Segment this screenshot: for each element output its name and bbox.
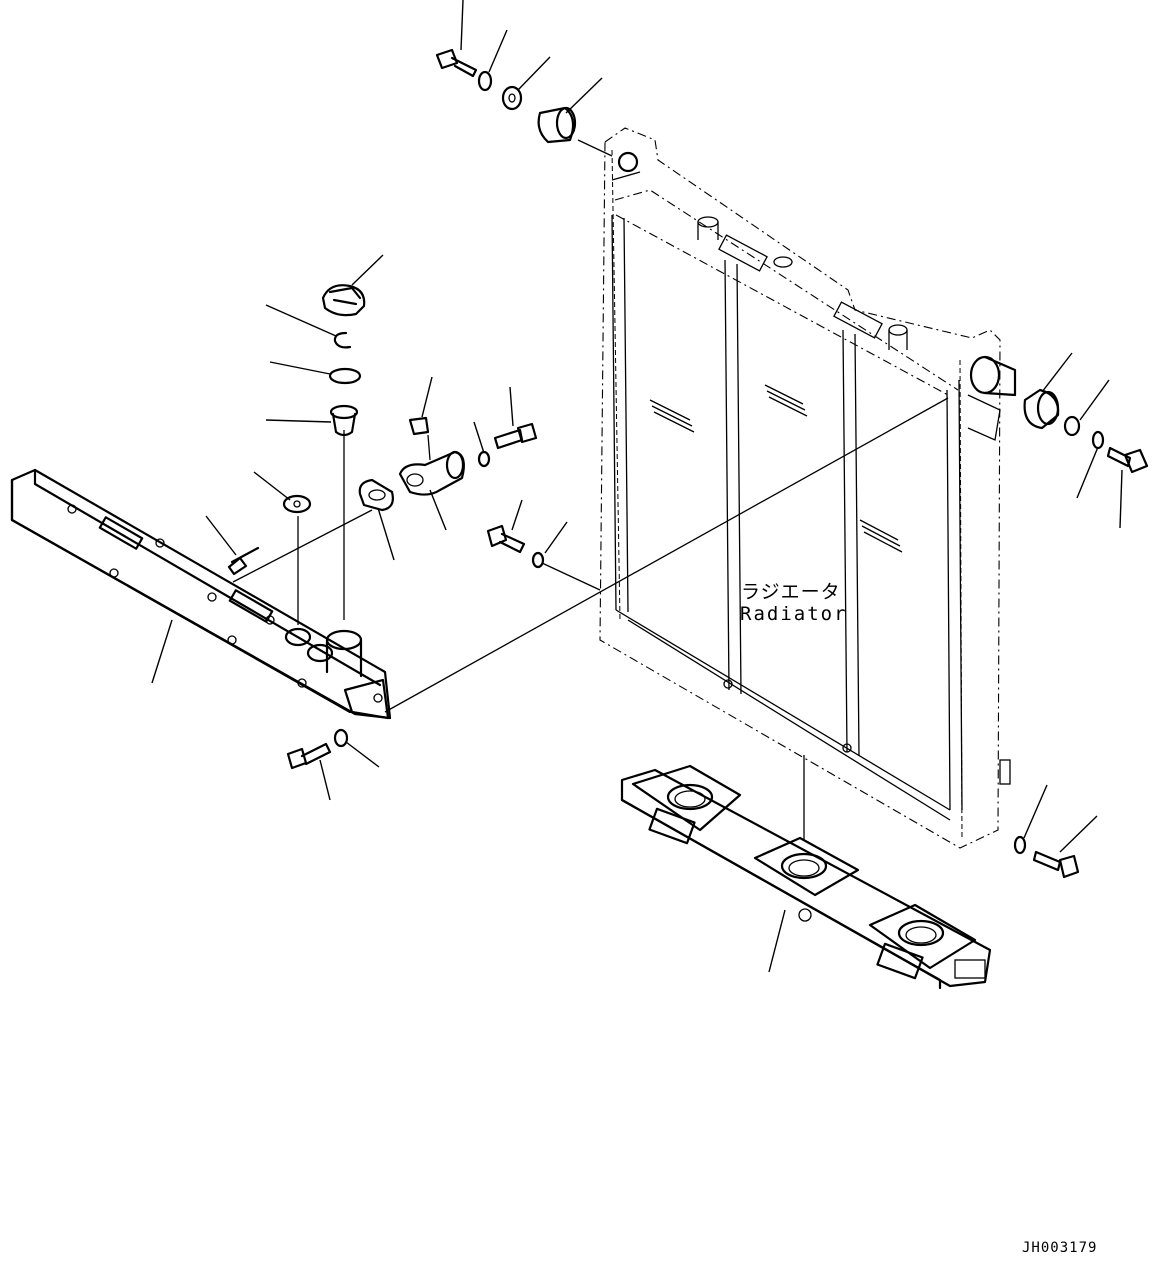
water-outlet-elbow [398,450,465,496]
bolt-lower-left [286,742,332,770]
washer-elbow [477,450,491,468]
leader-lines [151,0,1123,973]
washer-top-small [477,70,493,92]
o-ring [328,367,362,385]
washer-lower-right [1013,835,1027,855]
elbow-plug [408,416,430,436]
retaining-clip [333,331,352,349]
gasket [358,478,394,512]
rubber-mount-upper-left [537,106,577,144]
drain-plug [282,494,312,514]
bolt-center [486,524,526,554]
radiator-label-english: Radiator [740,603,848,625]
radiator-core [599,127,1017,849]
washer-center [531,551,545,569]
drawing-number: JH003179 [1022,1240,1098,1256]
radiator-label-japanese: ラジエータ [741,581,841,603]
washer-right-mid [1091,430,1105,450]
assembly-lines [232,139,949,840]
bolt-lower-right [1032,850,1080,879]
bolt-elbow [493,422,538,450]
upper-tank-bar [10,468,392,720]
rubber-mount-right [1023,388,1060,430]
bolt-upper-top [435,48,478,78]
washer-top-large [501,85,523,111]
long-bolt [227,546,260,576]
washer-right-upper [1063,415,1081,437]
washer-lower-left [333,728,349,748]
radiator-cap [321,284,366,317]
lower-support-beam [620,764,992,990]
bolt-right-mid [1106,446,1149,474]
